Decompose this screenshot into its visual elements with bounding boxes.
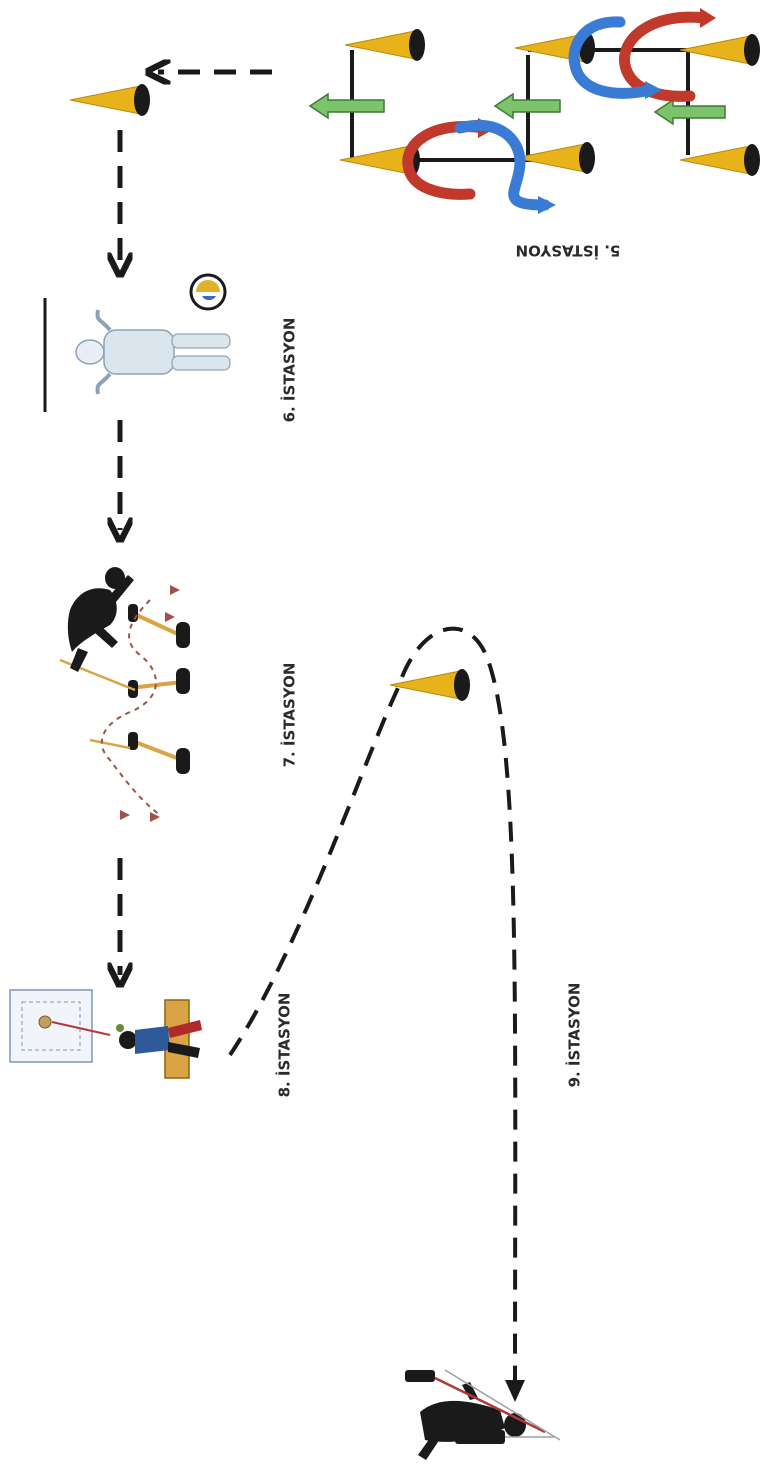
pole bbox=[434, 1376, 546, 1434]
throw-line bbox=[51, 1021, 111, 1036]
pole bbox=[89, 738, 131, 750]
cone bbox=[344, 28, 426, 62]
station-9-label: 9. İSTASYON bbox=[565, 983, 584, 1088]
hurdle bbox=[128, 732, 190, 774]
arc-arrowhead-icon bbox=[538, 196, 556, 214]
station-6-label: 6. İSTASYON bbox=[280, 318, 299, 423]
seated-person-icon bbox=[116, 1020, 202, 1058]
hurdle bbox=[128, 604, 190, 648]
path-curve bbox=[228, 626, 518, 1391]
movement-arrow-icon bbox=[120, 585, 180, 822]
station-9-drill bbox=[405, 1369, 561, 1460]
arc-arrowhead-icon bbox=[700, 8, 716, 28]
cone bbox=[679, 33, 761, 67]
lying-person-icon bbox=[75, 309, 231, 395]
target-box bbox=[9, 989, 93, 1063]
movement-path bbox=[100, 599, 161, 816]
station-8-label: 8. İSTASYON bbox=[275, 993, 294, 1098]
red-arc bbox=[402, 121, 491, 200]
station-5-label: 5. İSTASYON bbox=[516, 242, 621, 261]
green-arrow-icon bbox=[493, 92, 561, 120]
cone bbox=[69, 83, 151, 117]
hurdle bbox=[128, 668, 190, 698]
station-5-drill bbox=[308, 8, 761, 214]
red-arc bbox=[618, 11, 711, 102]
cone bbox=[679, 143, 761, 177]
station-6-drill bbox=[43, 273, 231, 412]
station-7-drill bbox=[59, 567, 190, 822]
blue-arc bbox=[454, 120, 551, 211]
blue-arc bbox=[568, 16, 656, 99]
bench bbox=[164, 999, 190, 1079]
arc-arrowhead-icon bbox=[645, 81, 662, 99]
marker-block bbox=[455, 1430, 505, 1444]
station-8-drill bbox=[9, 989, 202, 1079]
ball-icon bbox=[189, 273, 227, 311]
runner-silhouette-icon bbox=[418, 1382, 526, 1460]
athlete-silhouette-icon bbox=[67, 567, 134, 672]
marker-block bbox=[405, 1370, 435, 1382]
arrowhead-icon bbox=[505, 1380, 525, 1402]
green-arrow-icon bbox=[308, 92, 385, 120]
station-7-label: 7. İSTASYON bbox=[280, 663, 299, 768]
pole bbox=[444, 1369, 561, 1441]
pole bbox=[59, 658, 136, 692]
